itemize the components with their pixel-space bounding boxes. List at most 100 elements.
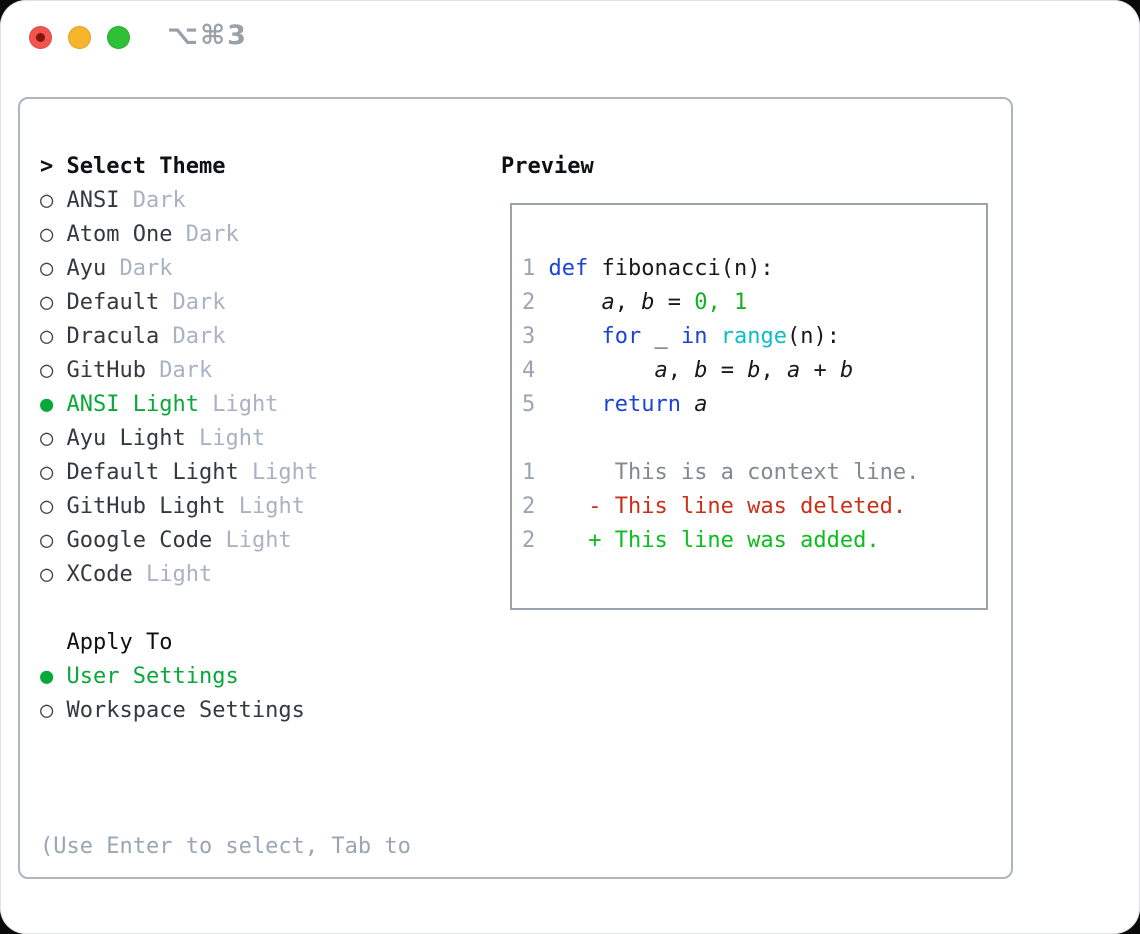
theme-option-dracula[interactable]: ○ Dracula Dark [40, 320, 318, 354]
close-button[interactable] [29, 26, 52, 49]
theme-option-label: ANSI Light [66, 392, 199, 417]
line-number: 3 [522, 324, 536, 349]
code-segment-number: 0, 1 [694, 290, 748, 315]
main-panel: > Select Theme ○ ANSI Dark○ Atom One Dar… [18, 97, 1013, 879]
line-number: 2 [522, 494, 536, 519]
radio-icon: ○ [40, 460, 54, 485]
code-segment-keyword: return [601, 392, 681, 417]
code-line-deleted: 2 - This line was deleted. [522, 490, 919, 524]
code-line-var: 4 a, b = b, a + b [522, 354, 919, 388]
code-segment-plain: , [614, 290, 642, 315]
select-theme-title: Select Theme [66, 154, 226, 179]
line-number: 4 [522, 358, 536, 383]
theme-variant-label: Dark [132, 188, 186, 213]
theme-option-github[interactable]: ○ GitHub Dark [40, 354, 318, 388]
window-title: ⌥⌘3 [167, 20, 248, 51]
radio-icon: ○ [40, 494, 54, 519]
code-segment-plain [535, 290, 601, 315]
theme-variant-label: Light [238, 494, 305, 519]
theme-option-label: Atom One [66, 222, 173, 247]
theme-options-list: ○ ANSI Dark○ Atom One Dark○ Ayu Dark○ De… [40, 184, 318, 592]
theme-option-ayu[interactable]: ○ Ayu Dark [40, 252, 318, 286]
code-segment-var: a [694, 392, 708, 417]
hint-text: (Use Enter to select, Tab to change focu… [40, 762, 411, 934]
radio-icon: ○ [40, 188, 54, 213]
radio-icon: ○ [40, 256, 54, 281]
theme-option-label: XCode [66, 562, 133, 587]
code-line-number: 2 a, b = 0, 1 [522, 286, 919, 320]
radio-icon: ○ [40, 324, 54, 349]
code-segment-deleted: - This line was deleted. [535, 494, 907, 519]
code-segment-plain [535, 324, 601, 349]
theme-option-label: Ayu Light [66, 426, 186, 451]
code-segment-plain: + [800, 358, 840, 383]
code-segment-keyword: in [680, 324, 708, 349]
line-number: 1 [522, 460, 536, 485]
prompt-cursor-icon: > [40, 154, 54, 179]
code-segment-keyword: def [548, 256, 589, 281]
theme-option-label: Default Light [66, 460, 239, 485]
theme-variant-label: Light [212, 392, 279, 417]
preview-heading: Preview [501, 154, 594, 179]
theme-option-xcode[interactable]: ○ XCode Light [40, 558, 318, 592]
code-segment-keyword: for [601, 324, 642, 349]
minimize-button[interactable] [68, 26, 91, 49]
code-segment-added: + This line was added. [535, 528, 880, 553]
line-number: 2 [522, 528, 536, 553]
theme-variant-label: Dark [172, 324, 226, 349]
radio-selected-icon: ● [40, 392, 54, 417]
code-line-context: 1 This is a context line. [522, 456, 919, 490]
code-segment-var: b [641, 290, 655, 315]
code-segment-plain: , [760, 358, 787, 383]
code-line-plain: 1 def fibonacci(n): [522, 252, 919, 286]
theme-option-default[interactable]: ○ Default Dark [40, 286, 318, 320]
code-segment-plain [535, 256, 548, 281]
code-line-blank [522, 422, 919, 456]
code-line-var: 5 return a [522, 388, 919, 422]
theme-option-label: Default [66, 290, 160, 315]
code-line-added: 2 + This line was added. [522, 524, 919, 558]
apply-option-user-settings[interactable]: ● User Settings [40, 660, 305, 694]
code-segment-plain: (n): [786, 324, 840, 349]
theme-option-default-light[interactable]: ○ Default Light Light [40, 456, 318, 490]
code-segment-context: This is a context line. [535, 460, 920, 485]
apply-option-label: Workspace Settings [66, 698, 305, 723]
line-number: 2 [522, 290, 536, 315]
select-theme-heading: > Select Theme [40, 150, 225, 184]
theme-option-atom-one[interactable]: ○ Atom One Dark [40, 218, 318, 252]
code-line-plain: 3 for _ in range(n): [522, 320, 919, 354]
theme-variant-label: Dark [159, 358, 213, 383]
theme-option-label: Google Code [66, 528, 213, 553]
theme-option-google-code[interactable]: ○ Google Code Light [40, 524, 318, 558]
radio-selected-icon: ● [40, 664, 54, 689]
code-segment-plain [535, 358, 654, 383]
code-segment-var: a [601, 290, 615, 315]
theme-variant-label: Dark [172, 290, 226, 315]
theme-option-ansi[interactable]: ○ ANSI Dark [40, 184, 318, 218]
apply-option-label: User Settings [66, 664, 239, 689]
theme-option-ayu-light[interactable]: ○ Ayu Light Light [40, 422, 318, 456]
code-segment-var: b [747, 358, 761, 383]
code-segment-plain: = [654, 290, 695, 315]
radio-icon: ○ [40, 562, 54, 587]
code-segment-plain: , [667, 358, 695, 383]
theme-option-github-light[interactable]: ○ GitHub Light Light [40, 490, 318, 524]
apply-option-workspace-settings[interactable]: ○ Workspace Settings [40, 694, 305, 728]
theme-variant-label: Light [225, 528, 292, 553]
zoom-button[interactable] [107, 26, 130, 49]
apply-to-heading: Apply To [66, 630, 173, 655]
code-segment-builtin: range [720, 324, 787, 349]
theme-option-ansi-light[interactable]: ● ANSI Light Light [40, 388, 318, 422]
code-segment-plain: _ [641, 324, 681, 349]
theme-variant-label: Light [145, 562, 213, 587]
theme-option-label: GitHub Light [66, 494, 226, 519]
radio-icon: ○ [40, 698, 54, 723]
radio-icon: ○ [40, 358, 54, 383]
apply-to-options-list: ● User Settings○ Workspace Settings [40, 660, 305, 728]
theme-option-label: Dracula [66, 324, 160, 349]
theme-option-label: ANSI [66, 188, 120, 213]
theme-variant-label: Dark [185, 222, 239, 247]
